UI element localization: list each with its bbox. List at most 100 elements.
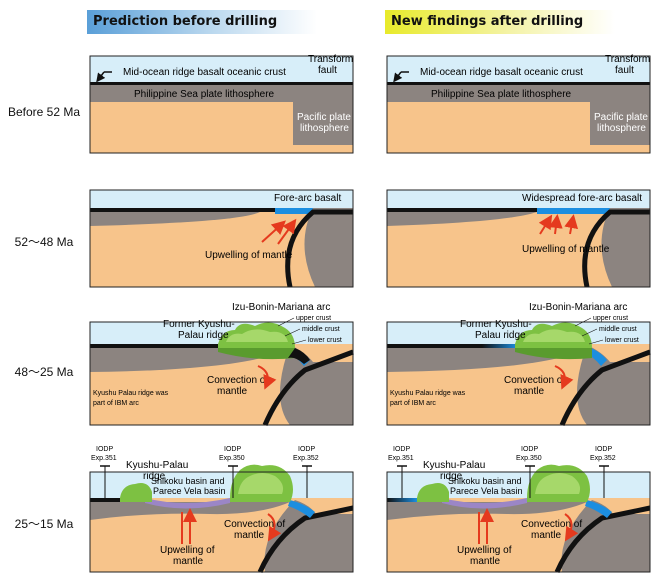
row-label-52-48: 52〜48 Ma — [14, 235, 74, 249]
drill-site-350-left: IODP Exp.350 — [219, 446, 245, 498]
label-upper-right: upper crust — [593, 315, 628, 322]
label-pacific-left-1: Pacific plate — [297, 112, 351, 123]
label-arc-right: Izu-Bonin-Mariana arc — [529, 302, 627, 313]
label-upwelling-right: Upwelling of mantle — [522, 244, 610, 255]
forearc-basalt — [585, 500, 612, 518]
panel-row1-left — [89, 55, 354, 154]
label-kp-left-2: ridge — [143, 471, 166, 482]
label-iodp: IODP — [521, 446, 538, 453]
pacific-lithosphere — [293, 85, 353, 145]
label-former-left-2: Palau ridge — [178, 330, 229, 341]
panel-row4-right — [386, 464, 651, 574]
label-arc-left: Izu-Bonin-Mariana arc — [232, 302, 330, 313]
header-prediction: Prediction before drilling — [87, 10, 317, 34]
convection-arrow — [564, 513, 579, 542]
kyushu-palau-ridge — [120, 483, 152, 502]
philippine-lithosphere — [387, 85, 590, 102]
philippine-lithosphere — [90, 85, 293, 102]
convection-arrow — [257, 365, 277, 390]
forearc-basalt — [537, 208, 610, 214]
label-iodp: IODP — [595, 446, 612, 453]
pacific-slab — [601, 208, 650, 287]
label-iodp: IODP — [393, 446, 410, 453]
label-kp-right-2: ridge — [440, 471, 463, 482]
panel-row3-right — [386, 321, 651, 426]
row-label-before-52: Before 52 Ma — [7, 105, 81, 119]
header-prediction-label: Prediction before drilling — [93, 14, 278, 29]
row-label-25-15: 25〜15 Ma — [14, 517, 74, 531]
panel-row2-right — [386, 189, 651, 288]
label-kp-right-1: Kyushu-Palau — [423, 460, 485, 471]
label-upwelling-left: Upwelling of mantle — [205, 250, 293, 261]
label-basin-right-1: Shikoku basin and — [448, 476, 522, 486]
label-litho-left: Philippine Sea plate lithosphere — [134, 89, 275, 100]
forearc-basalt — [288, 500, 315, 518]
label-litho-right: Philippine Sea plate lithosphere — [431, 89, 572, 100]
convection-arrow — [267, 513, 282, 542]
pacific-slab — [280, 345, 353, 425]
label-pacific-left-2: lithosphere — [300, 123, 349, 134]
panel-row4-left — [89, 464, 354, 574]
label-former-right-2: Palau ridge — [475, 330, 526, 341]
label-kp-left-1: Kyushu-Palau — [126, 460, 188, 471]
label-pacific-right-2: lithosphere — [597, 123, 646, 134]
drill-site-351-right: IODP Exp.351 — [388, 446, 414, 498]
label-exp350: Exp.350 — [516, 455, 542, 462]
label-upper-left: upper crust — [296, 315, 331, 322]
label-fault-left-2: fault — [318, 65, 337, 76]
label-note-right-2: part of IBM arc — [390, 400, 436, 407]
row-label-48-25: 48〜25 Ma — [14, 365, 74, 379]
label-basin-left-2: Parece Vela basin — [153, 486, 226, 496]
convection-arrow — [554, 365, 574, 390]
label-upw-right-2: mantle — [470, 556, 500, 567]
header-findings: New findings after drilling — [385, 10, 615, 34]
upwelling-arrow — [538, 214, 553, 235]
panel-row3-left — [89, 321, 354, 426]
label-note-left-2: part of IBM arc — [93, 400, 139, 407]
label-convection-right-1: Convection of — [504, 375, 565, 386]
pacific-crust — [582, 209, 650, 288]
pacific-slab — [577, 345, 650, 425]
label-former-right-1: Former Kyushu- — [460, 319, 532, 330]
label-crust-right: Mid-ocean ridge basalt oceanic crust — [420, 67, 583, 78]
forearc-basalt-fade — [482, 344, 517, 349]
panel-row2-left — [89, 189, 354, 288]
panel-row1-right — [386, 55, 651, 154]
label-forearc-right: Widespread fore-arc basalt — [522, 193, 642, 204]
label-iodp: IODP — [298, 446, 315, 453]
upwelling-arrow — [182, 512, 190, 544]
label-conv-right-2: mantle — [531, 530, 561, 541]
label-pacific-right-1: Pacific plate — [594, 112, 648, 123]
label-lower-right: lower crust — [605, 337, 639, 344]
label-upw-left-2: mantle — [173, 556, 203, 567]
drill-site-352-right: IODP Exp.352 — [590, 446, 616, 498]
label-forearc-left: Fore-arc basalt — [274, 193, 341, 204]
drill-site-350-right: IODP Exp.350 — [516, 446, 542, 498]
label-convection-left-1: Convection of — [207, 375, 268, 386]
label-exp351: Exp.351 — [388, 455, 414, 462]
label-exp352: Exp.352 — [590, 455, 616, 462]
crust-arrow — [96, 71, 106, 83]
label-conv-left-2: mantle — [234, 530, 264, 541]
label-conv-left-1: Convection of — [224, 519, 285, 530]
upwelling-arrow — [479, 512, 487, 544]
label-conv-right-1: Convection of — [521, 519, 582, 530]
label-basin-left-1: Shikoku basin and — [151, 476, 225, 486]
header-findings-label: New findings after drilling — [391, 14, 584, 29]
label-fault-right-1: Transform — [605, 54, 650, 65]
forearc-basalt — [275, 208, 313, 214]
label-middle-right: middle crust — [599, 326, 637, 333]
upwelling-arrow — [548, 214, 563, 235]
label-iodp: IODP — [96, 446, 113, 453]
label-exp350: Exp.350 — [219, 455, 245, 462]
drill-site-351-left: IODP Exp.351 — [91, 446, 117, 498]
label-fault-right-2: fault — [615, 65, 634, 76]
ocean — [90, 56, 353, 82]
label-note-right-1: Kyushu Palau ridge was — [390, 390, 466, 397]
crust-arrow — [393, 71, 403, 83]
label-exp351: Exp.351 — [91, 455, 117, 462]
pacific-crust — [285, 209, 353, 288]
label-fault-left-1: Transform — [308, 54, 353, 65]
upwelling-arrow — [261, 220, 286, 243]
label-convection-right-2: mantle — [514, 386, 544, 397]
